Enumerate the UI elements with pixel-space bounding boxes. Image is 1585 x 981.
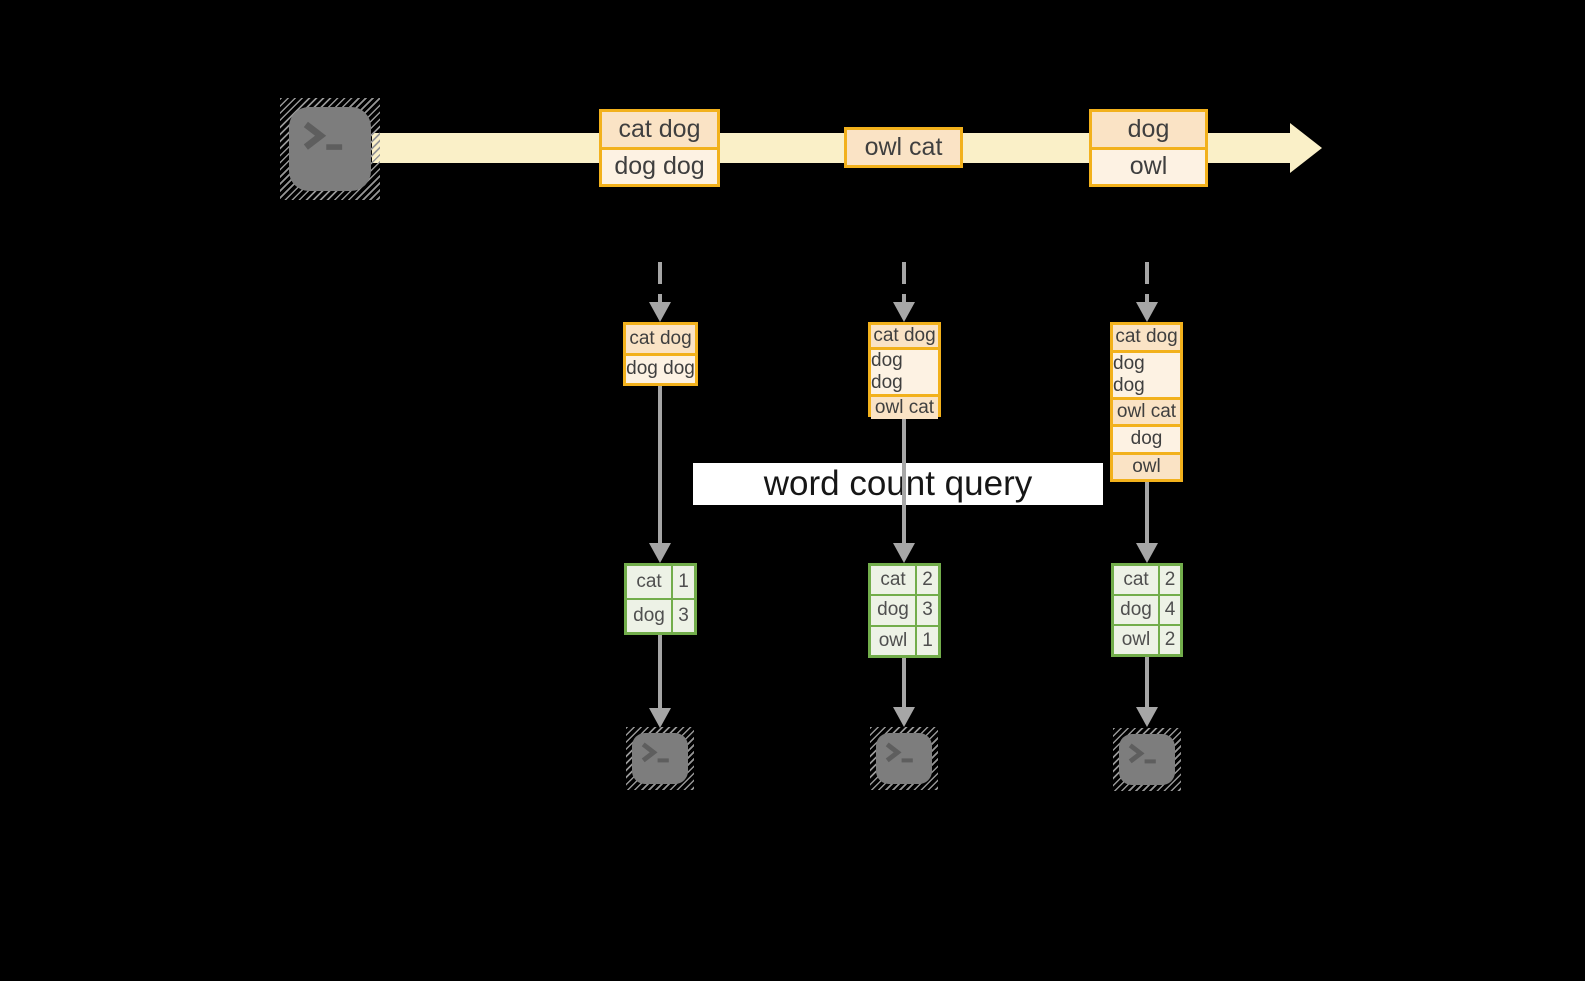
- trigger-arrowhead-icon-3: [1136, 302, 1158, 322]
- trigger-arrowhead-icon-2: [893, 302, 915, 322]
- terminal-prompt-icon: [303, 121, 343, 150]
- stream-batch-item: owl: [1092, 146, 1205, 184]
- input-row: dog: [1113, 424, 1180, 452]
- trigger-arrow-line-3: [1145, 262, 1149, 302]
- stream-batch-item: dog dog: [602, 146, 717, 184]
- stream-batch-item: dog: [1092, 112, 1205, 147]
- output-arrow-line-2: [902, 658, 906, 707]
- input-row: owl: [1113, 451, 1180, 479]
- count-word-cell: dog: [627, 600, 671, 632]
- input-table-1: cat dog dog dog: [623, 322, 698, 386]
- count-word-cell: dog: [1114, 596, 1158, 624]
- count-value-cell: 1: [917, 626, 938, 655]
- query-arrowhead-icon-1: [649, 543, 671, 563]
- stream-batch-1: cat dog dog dog: [599, 109, 720, 187]
- stream-batch-item: owl cat: [847, 130, 960, 165]
- stream-batch-2: owl cat: [844, 127, 963, 168]
- terminal-prompt-icon: [641, 742, 669, 763]
- output-arrowhead-icon-1: [649, 708, 671, 728]
- terminal-prompt-icon: [1128, 743, 1156, 764]
- output-arrow-line-1: [658, 635, 662, 708]
- count-word-cell: cat: [871, 566, 915, 595]
- sink-terminal-icon-3: [1113, 728, 1181, 791]
- count-value-cell: 1: [673, 566, 694, 598]
- query-label: word count query: [693, 463, 1103, 505]
- terminal-body: [1119, 734, 1175, 785]
- input-row: owl cat: [871, 394, 938, 419]
- count-word-cell: owl: [1114, 626, 1158, 654]
- output-arrowhead-icon-2: [893, 707, 915, 727]
- count-value-cell: 2: [1160, 566, 1180, 594]
- count-word-cell: owl: [871, 626, 915, 655]
- count-word-cell: cat: [627, 566, 671, 598]
- count-value-cell: 2: [1160, 626, 1180, 654]
- output-arrowhead-icon-3: [1136, 707, 1158, 727]
- count-value-cell: 3: [673, 600, 694, 632]
- input-row: dog dog: [871, 347, 938, 394]
- terminal-body: [632, 733, 688, 784]
- input-row: cat dog: [1113, 325, 1180, 350]
- count-value-cell: 4: [1160, 596, 1180, 624]
- input-row: cat dog: [626, 325, 695, 353]
- query-arrow-line-2: [902, 417, 906, 543]
- query-label-text: word count query: [763, 464, 1033, 503]
- count-word-cell: cat: [1114, 566, 1158, 594]
- input-row: dog dog: [626, 352, 695, 383]
- input-row: dog dog: [1113, 349, 1180, 397]
- sink-terminal-icon-1: [626, 727, 694, 790]
- input-table-2: cat dog dog dog owl cat: [868, 322, 941, 419]
- count-value-cell: 3: [917, 596, 938, 625]
- stream-arrowhead-icon: [1290, 123, 1322, 173]
- source-terminal-icon: [280, 98, 380, 200]
- input-row: owl cat: [1113, 396, 1180, 424]
- terminal-body: [876, 733, 932, 784]
- query-arrowhead-icon-2: [893, 543, 915, 563]
- trigger-arrow-line-1: [658, 262, 662, 302]
- count-value-cell: 2: [917, 566, 938, 595]
- count-table-2: cat 2 dog 3 owl 1: [868, 563, 941, 658]
- query-arrowhead-icon-3: [1136, 543, 1158, 563]
- terminal-prompt-icon: [885, 742, 913, 763]
- stream-batch-item: cat dog: [602, 112, 717, 147]
- count-table-1: cat 1 dog 3: [624, 563, 697, 635]
- count-table-3: cat 2 dog 4 owl 2: [1111, 563, 1183, 657]
- output-arrow-line-3: [1145, 657, 1149, 707]
- sink-terminal-icon-2: [870, 727, 938, 790]
- query-arrow-line-3: [1145, 482, 1149, 543]
- query-arrow-line-1: [658, 386, 662, 543]
- trigger-arrow-line-2: [902, 262, 906, 302]
- trigger-arrowhead-icon-1: [649, 302, 671, 322]
- count-word-cell: dog: [871, 596, 915, 625]
- input-row: cat dog: [871, 325, 938, 347]
- terminal-body: [289, 107, 371, 191]
- stream-batch-3: dog owl: [1089, 109, 1208, 187]
- input-table-3: cat dog dog dog owl cat dog owl: [1110, 322, 1183, 482]
